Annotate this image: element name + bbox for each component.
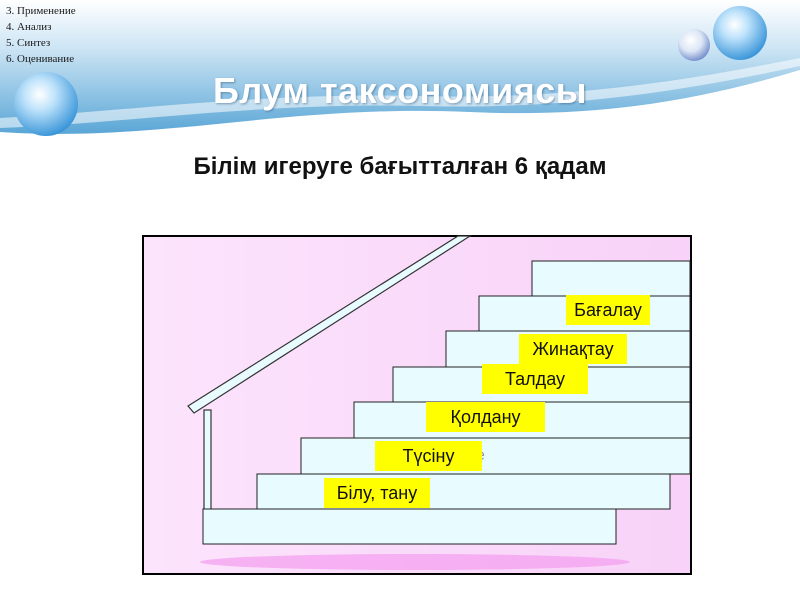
floor-glow	[200, 554, 630, 570]
level-label-synthesis: Жинақтау	[519, 334, 627, 364]
level-label-knowledge: Білу, тану	[324, 478, 430, 508]
stair-step-1	[203, 509, 616, 544]
level-label-evaluation: Бағалау	[566, 295, 650, 325]
level-label-comprehension: Түсіну	[375, 441, 482, 471]
handrail-post	[204, 410, 211, 510]
level-label-application: Қолдану	[426, 402, 545, 432]
stair-step-3	[301, 438, 690, 474]
stair-step-2	[257, 474, 670, 509]
stair-step-8	[532, 261, 690, 296]
level-label-analysis: Талдау	[482, 364, 588, 394]
